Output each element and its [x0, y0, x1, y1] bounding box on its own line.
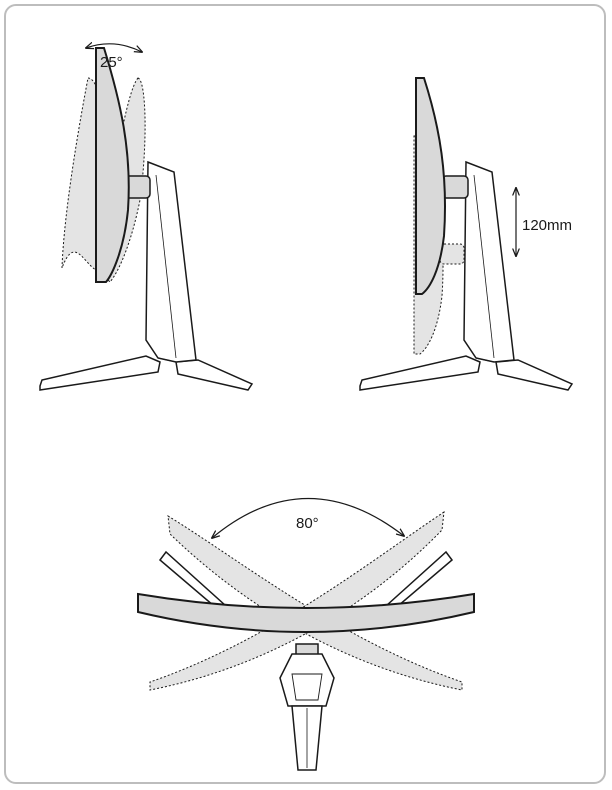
swivel-stand-inner: [291, 673, 323, 701]
tilt-angle-label: 25°: [100, 54, 123, 71]
swivel-angle-label: 80°: [296, 515, 319, 532]
tilt-angle-arrow: [86, 44, 142, 52]
swivel-ghost-left: [167, 515, 463, 691]
height-ghost-hinge: [439, 243, 465, 265]
height-base-left: [359, 355, 481, 391]
swivel-stand-column: [279, 653, 335, 707]
tilt-stand-edge-line: [155, 174, 177, 359]
height-hinge: [441, 175, 469, 199]
tilt-base-right: [175, 359, 254, 391]
height-stand-foot-line: [463, 339, 495, 363]
tilt-base-left: [39, 355, 161, 391]
swivel-view: 80°: [137, 497, 475, 771]
swivel-monitor-panel: [137, 592, 475, 633]
height-stand-column: [463, 160, 515, 363]
tilt-monitor-panel: [95, 47, 130, 283]
height-monitor-panel: [415, 77, 447, 295]
height-view: 120mm: [359, 77, 574, 391]
swivel-ghost-right: [149, 510, 445, 691]
swivel-angle-arrow: [212, 497, 404, 538]
height-label: 120mm: [522, 217, 572, 234]
height-stand-edge-line: [473, 174, 495, 359]
tilt-view: 25°: [39, 44, 254, 391]
height-base-right: [495, 359, 574, 391]
tilt-stand-column: [145, 160, 197, 363]
tilt-stand-foot-line: [145, 339, 177, 363]
